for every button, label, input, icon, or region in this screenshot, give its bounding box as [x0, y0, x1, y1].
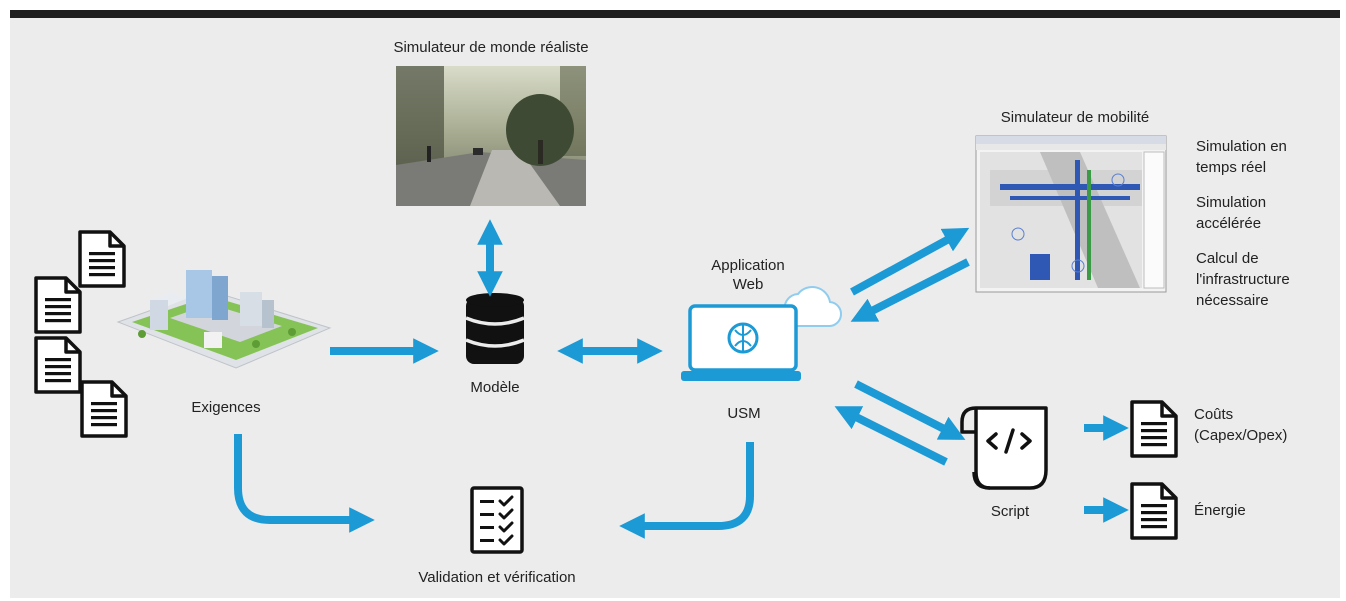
script-icon — [960, 406, 1048, 490]
city-illustration-icon — [116, 270, 332, 369]
accelerated-line-1: Simulation — [1196, 194, 1267, 211]
requirements-label: Exigences — [191, 399, 261, 416]
mobility-sim-label: Simulateur de mobilité — [1000, 109, 1150, 126]
model-label: Modèle — [470, 379, 520, 396]
document-icon — [78, 230, 126, 288]
energy-document-icon — [1130, 482, 1178, 540]
checklist-icon — [470, 486, 524, 554]
document-icon — [34, 336, 82, 394]
realistic-sim-label: Simulateur de monde réaliste — [393, 39, 589, 56]
costs-label: Coûts (Capex/Opex) — [1194, 404, 1287, 446]
web-app-line-2: Web — [732, 276, 764, 293]
arrow-script-to-usm — [834, 406, 948, 466]
usm-label: USM — [727, 405, 761, 422]
arrow-usm-to-mobility — [850, 227, 970, 296]
arrow-requirements-validation — [234, 434, 375, 533]
web-app-label: Application Web — [711, 256, 784, 294]
costs-line-1: Coûts — [1194, 406, 1234, 423]
arrow-usm-validation — [619, 442, 754, 539]
document-icon — [80, 380, 128, 438]
document-icon — [34, 276, 82, 334]
mobility-sim-image — [975, 135, 1167, 293]
arrow-usm-to-script — [854, 380, 966, 440]
laptop-cloud-icon — [681, 286, 842, 381]
infrastructure-calc-label: Calcul de l'infrastructure nécessaire — [1196, 248, 1290, 311]
arrow-mobility-to-usm — [850, 258, 970, 322]
accelerated-sim-label: Simulation accélérée — [1196, 192, 1266, 234]
costs-line-2: (Capex/Opex) — [1194, 427, 1288, 444]
infra-line-1: Calcul de — [1196, 250, 1259, 267]
realtime-line-2: temps réel — [1196, 159, 1267, 176]
top-bar — [10, 10, 1340, 18]
realistic-sim-image — [396, 66, 586, 206]
script-label: Script — [990, 503, 1030, 520]
validation-label: Validation et vérification — [418, 569, 576, 586]
energy-label: Énergie — [1194, 502, 1246, 519]
costs-document-icon — [1130, 400, 1178, 458]
infra-line-3: nécessaire — [1196, 292, 1269, 309]
web-app-line-1: Application — [711, 257, 785, 274]
requirement-documents — [34, 230, 128, 438]
accelerated-line-2: accélérée — [1196, 215, 1262, 232]
realtime-line-1: Simulation en — [1196, 138, 1287, 155]
infra-line-2: l'infrastructure — [1196, 271, 1290, 288]
flow-arrows — [234, 219, 1129, 539]
realtime-sim-label: Simulation en temps réel — [1196, 136, 1287, 178]
database-icon — [465, 293, 525, 364]
